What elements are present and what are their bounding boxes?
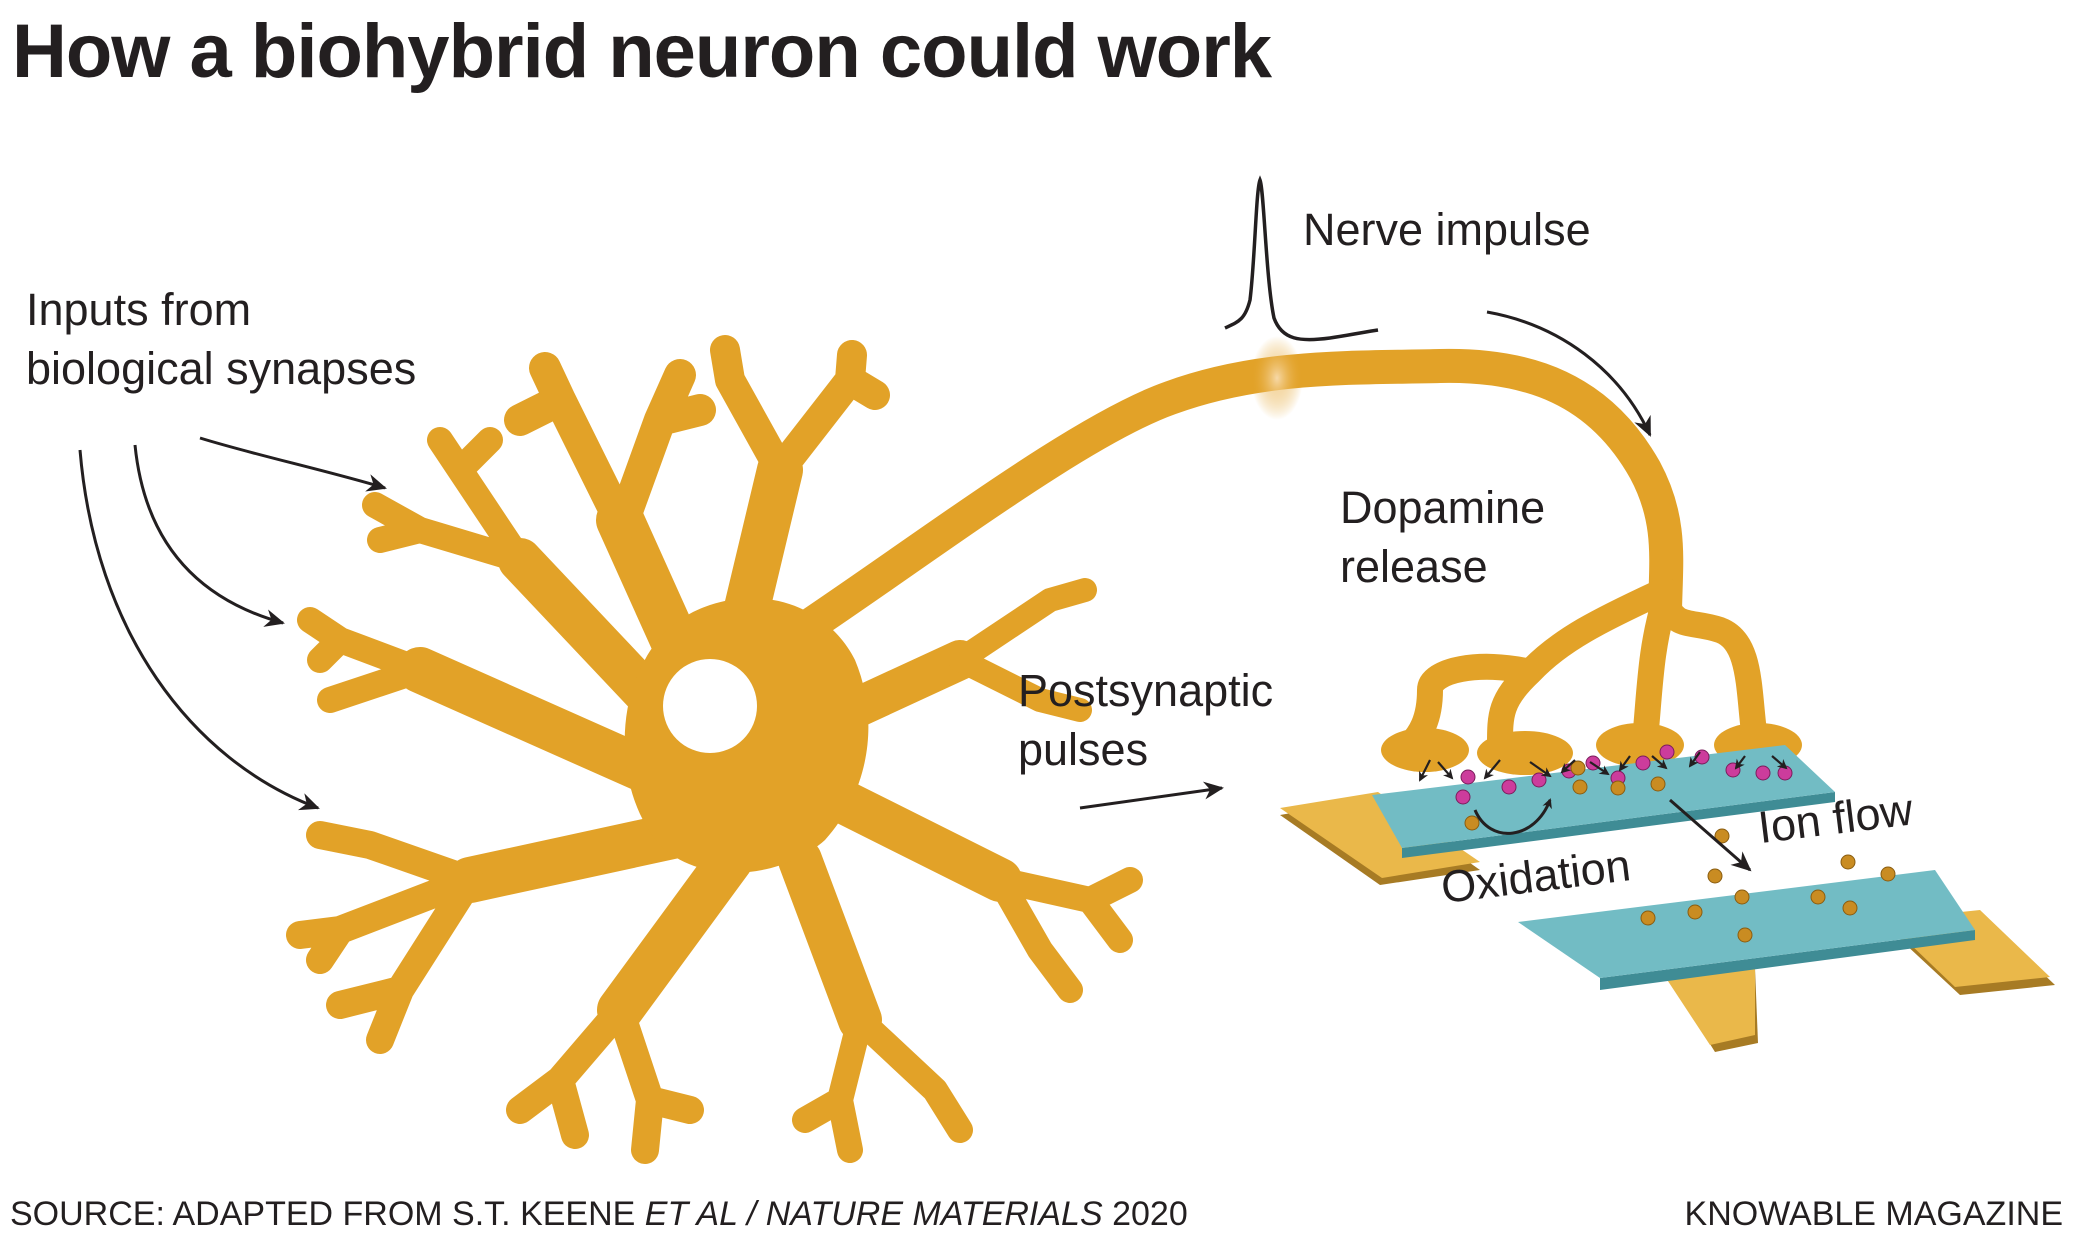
neuron [286, 335, 1802, 1164]
organic-electrochemical-device [1280, 745, 2055, 1052]
dopamine-release-label: Dopamine release [1340, 482, 1546, 592]
release-arrows [1419, 751, 1788, 782]
channel-top-side [1402, 792, 1835, 858]
source-credit: SOURCE: ADAPTED FROM S.T. KEENE ET AL / … [10, 1195, 1188, 1233]
input-arrows [78, 436, 387, 811]
channel-bottom [1518, 870, 1975, 978]
publisher-credit: KNOWABLE MAGAZINE [1684, 1195, 2063, 1233]
channel-bottom-side [1600, 930, 1975, 990]
inputs-label: Inputs from biological synapses [26, 284, 417, 394]
oxidized-molecules [1464, 760, 1896, 943]
gate-electrode [1280, 792, 1480, 878]
source-electrode [1662, 960, 1755, 1045]
dendrites [286, 335, 1143, 1164]
nerve-impulse-label: Nerve impulse [1303, 204, 1591, 255]
axon-terminal-branches [1397, 577, 1768, 758]
axon-terminal [1477, 731, 1573, 775]
oxidation-arrow [1473, 798, 1552, 835]
postsynaptic-arrow [1079, 781, 1224, 810]
nerve-impulse-arrow [1486, 310, 1652, 437]
page-title: How a biohybrid neuron could work [12, 9, 1272, 94]
axon-terminal [1381, 728, 1469, 772]
postsynaptic-pulses-label: Postsynaptic pulses [1018, 665, 1274, 775]
nerve-impulse-trace [1224, 175, 1379, 342]
channel-top [1372, 745, 1835, 848]
nerve-impulse-glow [1251, 336, 1303, 420]
axon [783, 348, 1684, 649]
nucleus [663, 659, 757, 753]
ion-flow-arrow [1669, 798, 1752, 872]
